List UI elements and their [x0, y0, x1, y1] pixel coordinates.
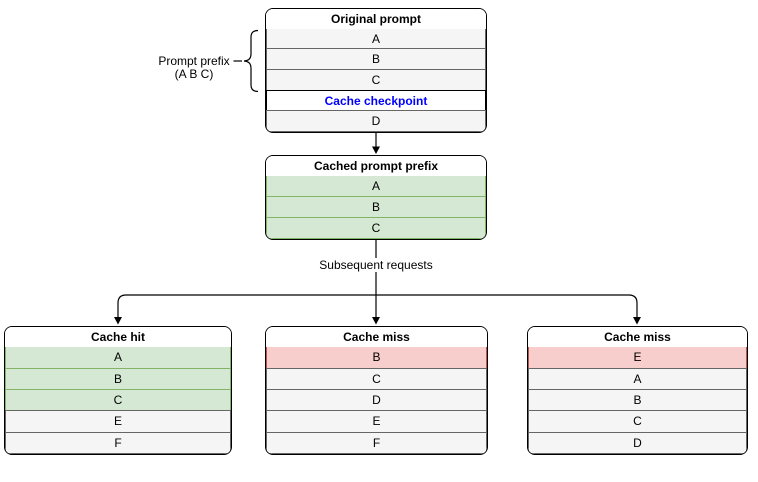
cache-miss-box-1: Cache miss B C D E F	[265, 326, 488, 455]
prompt-row: F	[266, 431, 487, 454]
prompt-row: B	[266, 48, 486, 71]
prompt-row: B	[528, 388, 747, 412]
cache-miss-1-title: Cache miss	[266, 327, 487, 348]
prompt-row: A	[266, 175, 486, 197]
prompt-row: D	[266, 388, 487, 412]
arrowhead	[372, 146, 380, 154]
cache-hit-title: Cache hit	[5, 327, 231, 348]
prompt-row: E	[528, 346, 747, 369]
arrowhead	[372, 317, 380, 325]
prompt-row: D	[528, 431, 747, 454]
original-prompt-box: Original prompt A B C Cache checkpoint D	[265, 8, 487, 133]
prompt-row: E	[5, 410, 231, 433]
arrowhead	[114, 317, 122, 325]
prompt-row: B	[266, 196, 486, 218]
subsequent-requests-label: Subsequent requests	[301, 258, 451, 272]
prompt-row: F	[5, 431, 231, 454]
prompt-row: E	[266, 410, 487, 433]
prompt-row: C	[266, 367, 487, 390]
prompt-row: C	[528, 410, 747, 433]
cache-miss-box-2: Cache miss E A B C D	[527, 326, 748, 455]
prompt-row: A	[528, 367, 747, 390]
prompt-prefix-label-line2: (A B C)	[174, 67, 214, 81]
prompt-prefix-label-line1: Prompt prefix	[158, 54, 230, 68]
prompt-row: C	[266, 217, 486, 239]
prompt-row: B	[5, 367, 231, 390]
branch-left-connector	[117, 294, 376, 317]
prompt-row: D	[266, 110, 486, 132]
branch-right-connector	[376, 294, 638, 317]
prompt-row: C	[266, 69, 486, 91]
prompt-prefix-label: Prompt prefix (A B C)	[146, 55, 242, 81]
prompt-row: A	[266, 27, 486, 50]
prefix-brace	[243, 29, 259, 93]
cache-miss-2-title: Cache miss	[528, 327, 747, 348]
arrowhead	[633, 317, 641, 325]
original-prompt-title: Original prompt	[266, 9, 486, 29]
prompt-row: A	[5, 346, 231, 369]
cache-checkpoint-row: Cache checkpoint	[266, 89, 486, 112]
cached-prefix-title: Cached prompt prefix	[266, 156, 486, 176]
prompt-row: B	[266, 346, 487, 369]
prompt-row: C	[5, 388, 231, 412]
cache-hit-box: Cache hit A B C E F	[4, 326, 232, 455]
cached-prefix-box: Cached prompt prefix A B C	[265, 155, 487, 240]
